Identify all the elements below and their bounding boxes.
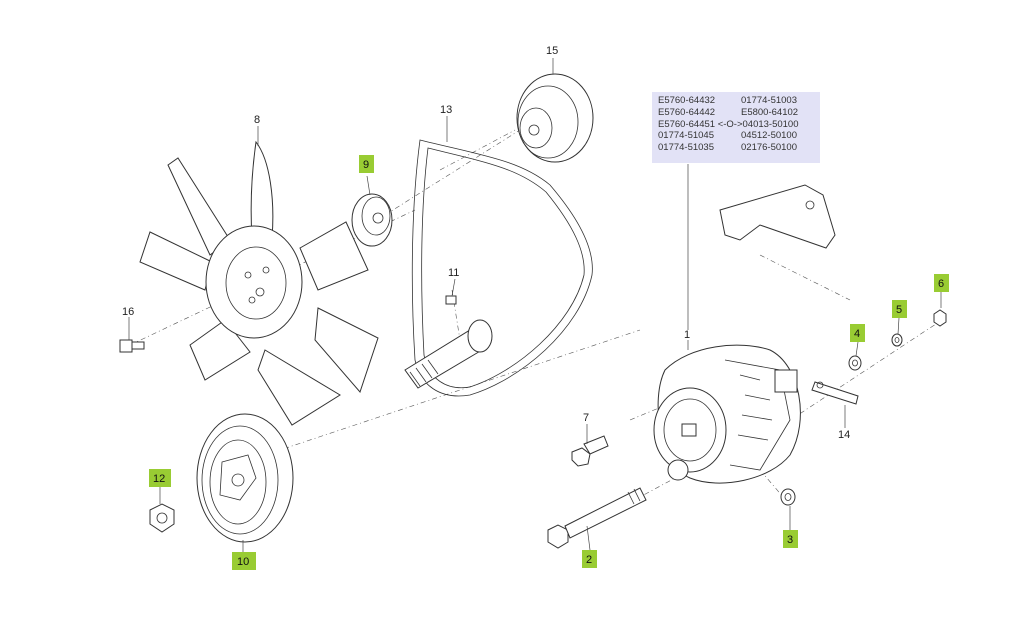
nut-part [149, 503, 175, 533]
callout-9-label: 9 [363, 159, 369, 171]
callout-2-label: 2 [586, 554, 592, 566]
pn-row4-right: 04512-50100 [741, 130, 797, 141]
callout-4-label: 4 [854, 328, 860, 340]
pulley-part-15 [516, 73, 594, 163]
callout-14[interactable]: 14 [838, 429, 850, 441]
callout-3-label: 3 [787, 534, 793, 546]
part-number-table: E5760-64432 01774-51003 E5760-64442 E580… [652, 92, 820, 163]
callout-9[interactable]: 9 [359, 155, 374, 173]
callout-8[interactable]: 8 [254, 114, 260, 126]
callout-12[interactable]: 12 [149, 469, 171, 487]
leader-lines [128, 58, 942, 552]
fan-part [139, 140, 379, 426]
pn-row2-right: E5800-64102 [741, 107, 798, 118]
spacer-part [351, 193, 393, 247]
bolt-part-7 [571, 435, 609, 467]
alternator-part [653, 344, 801, 484]
washer-part-4 [848, 355, 862, 371]
washer-part-3 [780, 488, 796, 506]
bolt-part-16 [119, 339, 145, 353]
callout-13[interactable]: 13 [440, 104, 452, 116]
callout-1[interactable]: 1 [684, 329, 690, 341]
callout-7[interactable]: 7 [583, 412, 589, 424]
callout-6-label: 6 [938, 278, 944, 290]
pn-row1-left: E5760-64432 [658, 95, 715, 106]
callout-15[interactable]: 15 [546, 45, 558, 57]
callout-4[interactable]: 4 [850, 324, 865, 342]
callout-12-label: 12 [153, 473, 165, 485]
washer-part-5 [891, 333, 903, 347]
callout-16[interactable]: 16 [122, 306, 134, 318]
v-belt-part [411, 139, 593, 397]
shaft-part [404, 295, 493, 389]
callout-5[interactable]: 5 [892, 300, 907, 318]
pn-row2-left: E5760-64442 [658, 107, 715, 118]
bracket-part [719, 184, 836, 249]
callout-6[interactable]: 6 [934, 274, 949, 292]
callout-5-label: 5 [896, 304, 902, 316]
adjusting-bar-part [811, 381, 859, 405]
pn-row3: E5760-64451 <-O->04013-50100 [658, 119, 799, 130]
callout-3[interactable]: 3 [783, 530, 798, 548]
callout-10-label: 10 [237, 556, 249, 568]
pn-row4-left: 01774-51045 [658, 130, 714, 141]
pn-row1-right: 01774-51003 [741, 95, 797, 106]
bolt-part-2 [547, 487, 647, 549]
pn-row5-left: 01774-51035 [658, 142, 714, 153]
callout-11[interactable]: 11 [448, 267, 459, 279]
callout-2[interactable]: 2 [582, 550, 597, 568]
part-number-table-bg [652, 92, 820, 163]
crank-pulley-part [196, 413, 294, 543]
nut-part-6 [933, 309, 947, 327]
pn-row5-right: 02176-50100 [741, 142, 797, 153]
callout-10[interactable]: 10 [232, 552, 256, 570]
